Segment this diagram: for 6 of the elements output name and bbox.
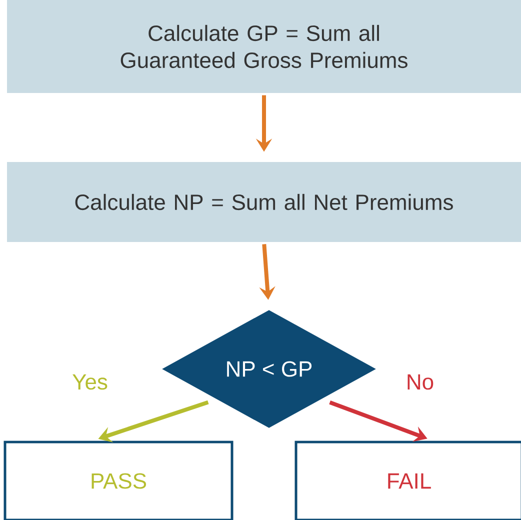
edge-label: No (408, 374, 434, 390)
result-box: FAIL (294, 440, 521, 520)
result-box: PASS (4, 440, 234, 520)
process-box: Calculate GP = Sum all Guaranteed Gross Premiums (7, 0, 521, 93)
edge-label: Yes (72, 374, 108, 390)
process-box: Calculate NP = Sum all Net Premiums (7, 162, 521, 242)
